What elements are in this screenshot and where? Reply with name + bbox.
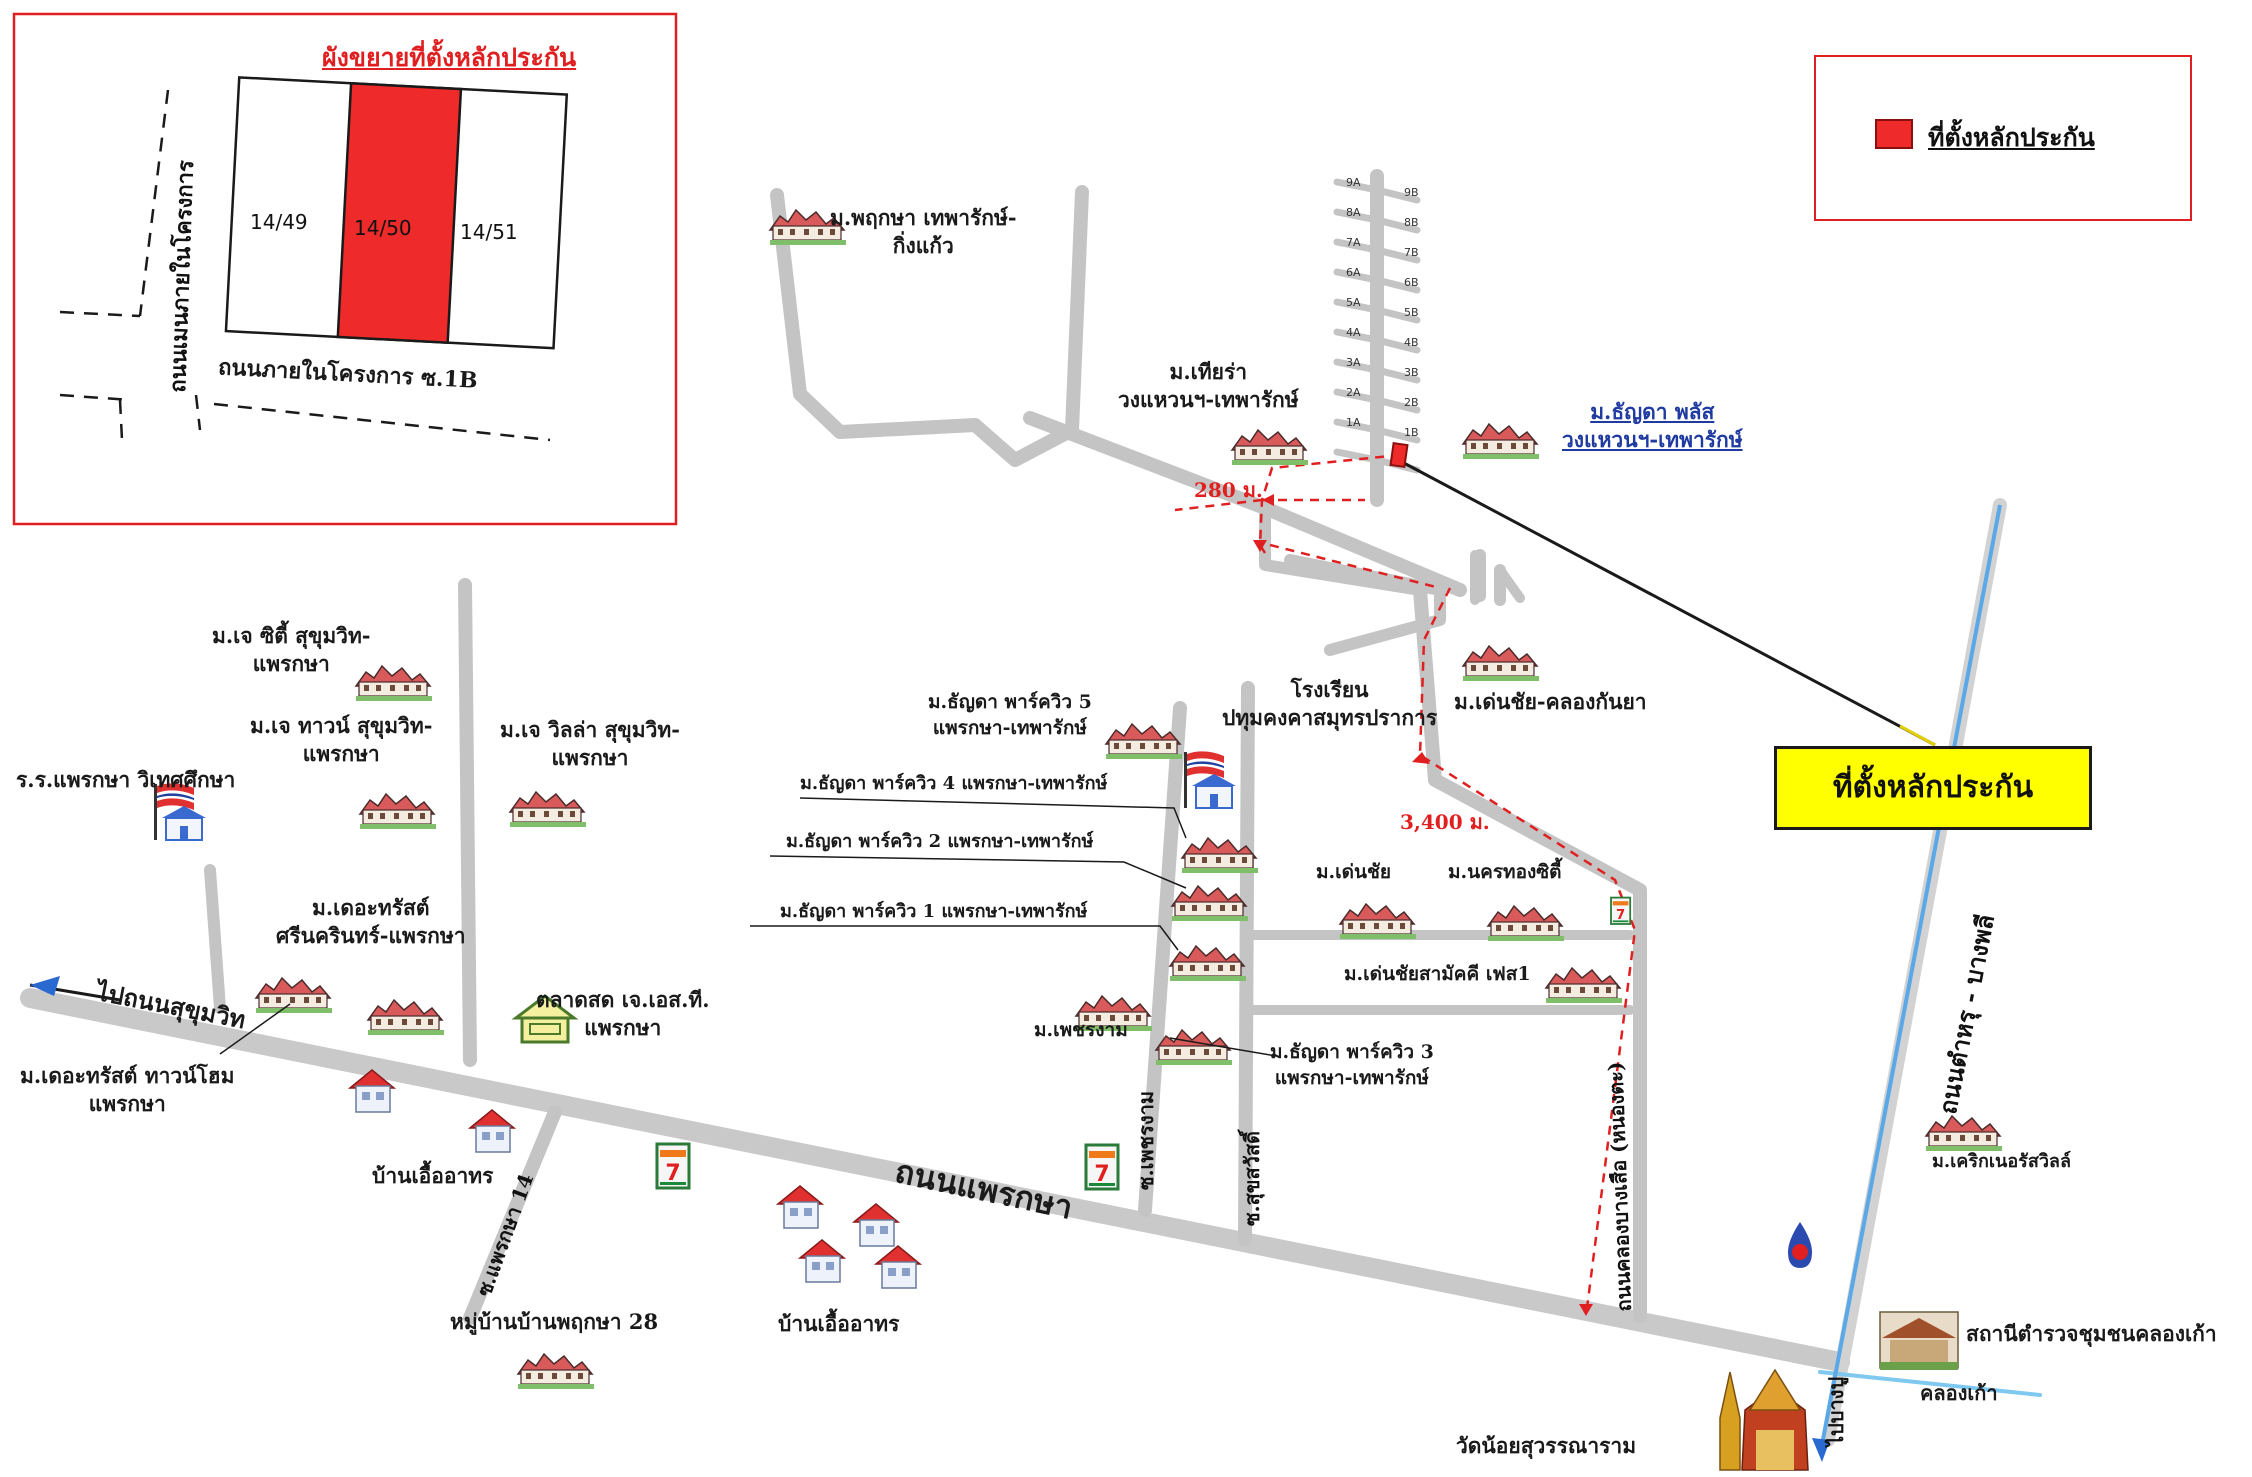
village-icon [1462,423,1540,460]
lot-label: 9A [1346,176,1361,189]
village-icon [255,977,333,1014]
road-to-bangpu: ไปบางปู [1824,1376,1848,1446]
highway-line [1820,504,2002,1446]
plot-label: 14/49 [250,210,308,234]
label-phraeksa-school: ร.ร.แพรกษา วิเทศศึกษา [16,767,236,792]
village-icon [1462,645,1540,682]
housing-icon [853,1203,899,1247]
label-police: สถานีตำรวจชุมชนคลองเก้า [1966,1321,2217,1346]
lot-label: 9B [1404,186,1419,199]
road-khlong-kao: คลองเก้า [1920,1381,1998,1405]
village-icon [367,999,445,1036]
label-market: ตลาดสด เจ.เอส.ที. แพรกษา [536,987,710,1041]
label-ua-arthorn-1: บ้านเอื้ออาทร [372,1163,494,1188]
distance-long: 3,400 ม. [1400,810,1490,834]
village-icon [509,791,587,828]
village-icon [1155,1029,1233,1066]
label-denchai: ม.เด่นชัย [1316,861,1391,883]
lot-label: 1B [1404,426,1419,439]
village-icon [1925,1115,2003,1152]
village-icon [359,793,437,830]
label-phetcharam: ม.เพชรงาม [1034,1019,1128,1041]
label-j-villa: ม.เจ วิลล่า สุขุมวิท- แพรกษา [500,717,680,771]
label-nakhon-thong: ม.นครทองซิตี้ [1448,861,1562,883]
housing-icon [469,1109,515,1153]
housing-icon [777,1185,823,1229]
gas-station-icon [1788,1222,1812,1268]
store-icon [1610,896,1632,925]
distance-short: 280 ม. [1194,478,1263,502]
collateral-marker [1389,442,1409,468]
lot-label: 8B [1404,216,1419,229]
market-icon [511,994,579,1044]
lot-label: 8A [1346,206,1361,219]
label-ua-arthorn-2: บ้านเอื้ออาทร [778,1311,900,1336]
village-icon [1105,723,1183,760]
south-arrow-icon [1812,1438,1830,1462]
road-soi-suksawat: ซ.สุขสวัสดิ์ [1240,1130,1264,1226]
lot-label: 4B [1404,336,1419,349]
label-j-town: ม.เจ ทาวน์ สุขุมวิท- แพรกษา [250,713,433,767]
label-thanya5: ม.ธัญดา พาร์ควิว 5 แพรกษา-เทพารักษ์ [928,691,1092,739]
lot-label: 6B [1404,276,1419,289]
label-school-pathum: โรงเรียน ปทุมคงคาสมุทรปราการ [1222,677,1438,731]
label-trust-srinakarin: ม.เดอะทรัสต์ ศรีนครินทร์-แพรกษา [276,895,466,949]
temple-icon [1719,1368,1809,1471]
village-icon [517,1353,595,1390]
label-pruksa-kingkaew: ม.พฤกษา เทพารักษ์- กิ่งแก้ว [830,205,1017,259]
label-j-city: ม.เจ ซิตี้ สุขุมวิท- แพรกษา [212,623,371,677]
label-thanya-plus: ม.ธัญดา พลัส วงแหวนฯ-เทพารักษ์ [1562,399,1743,453]
lot-label: 2A [1346,386,1361,399]
lot-label: 7A [1346,236,1361,249]
label-thanya1: ม.ธัญดา พาร์ควิว 1 แพรกษา-เทพารักษ์ [780,901,1088,922]
legend-frame [1814,55,2192,221]
lot-label: 7B [1404,246,1419,259]
lot-label: 6A [1346,266,1361,279]
label-thanya3: ม.ธัญดา พาร์ควิว 3 แพรกษา-เทพารักษ์ [1270,1041,1434,1089]
leader-line [1401,460,1936,747]
label-denchai-samakkhi: ม.เด่นชัยสามัคคี เฟส1 [1344,963,1531,985]
lot-label: 2B [1404,396,1419,409]
legend-swatch [1875,119,1913,149]
housing-icon [875,1245,921,1289]
label-green-park: ม.เคริกเนอรัสวิลล์ [1932,1151,2071,1172]
collateral-callout: ที่ตั้งหลักประกัน [1774,746,2092,830]
label-trust-townhome: ม.เดอะทรัสต์ ทาวน์โฮม แพรกษา [20,1063,235,1117]
lot-label: 4A [1346,326,1361,339]
label-thanya4: ม.ธัญดา พาร์ควิว 4 แพรกษา-เทพารักษ์ [800,773,1108,794]
label-pruksa28: หมู่บ้านบ้านพฤกษา 28 [450,1309,659,1334]
label-tiara: ม.เทียร่า วงแหวนฯ-เทพารักษ์ [1118,359,1299,413]
lot-label: 3A [1346,356,1361,369]
inset-title: ผังขยายที่ตั้งหลักประกัน [322,43,577,72]
label-denchai-klong: ม.เด่นชัย-คลองกันยา [1454,689,1647,714]
lot-label: 5B [1404,306,1419,319]
housing-icon [799,1239,845,1283]
label-temple: วัดน้อยสุวรรณาราม [1456,1433,1637,1458]
road-soi-phetcharam: ซ.เพชรงาม [1134,1090,1158,1190]
lot-label: 3B [1404,366,1419,379]
village-icon [1545,967,1623,1004]
west-arrow-icon [30,976,60,996]
village-icon [1487,905,1565,942]
legend-label: ที่ตั้งหลักประกัน [1928,123,2095,152]
school-icon [1183,750,1237,809]
village-icon [1171,885,1249,922]
store-icon [1084,1143,1120,1191]
plot-label: 14/51 [460,220,518,244]
police-station-icon [1879,1311,1959,1370]
village-icon [1231,429,1309,466]
label-thanya2: ม.ธัญดา พาร์ควิว 2 แพรกษา-เทพารักษ์ [786,831,1094,852]
plot-label-collateral: 14/50 [354,216,412,240]
village-icon [1339,903,1417,940]
lot-label: 1A [1346,416,1361,429]
lot-label: 5A [1346,296,1361,309]
store-icon [655,1142,691,1190]
village-icon [1169,945,1247,982]
